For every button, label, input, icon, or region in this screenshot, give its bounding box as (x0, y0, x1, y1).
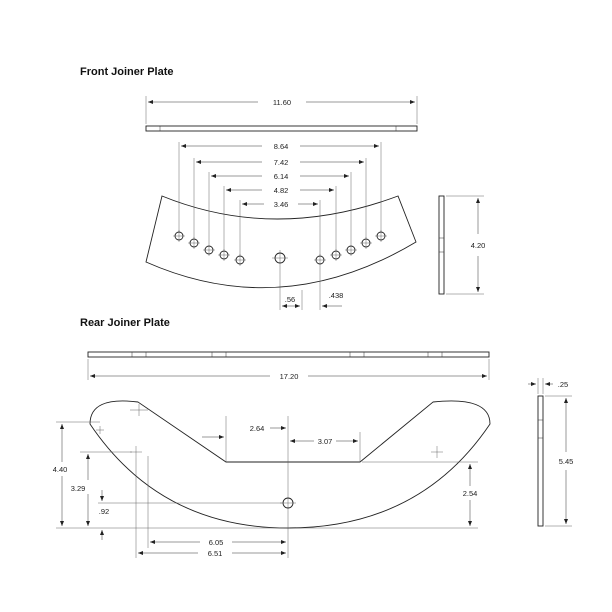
rear-notch-right-label: 3.07 (318, 437, 333, 446)
front-hole-7 (330, 249, 342, 261)
rear-overall-width-label: 17.20 (280, 372, 299, 381)
rear-small-offset-label: .92 (99, 507, 109, 516)
rear-height-label: 4.40 (53, 465, 68, 474)
rear-thickness-label: .25 (558, 380, 568, 389)
front-hole-3 (203, 244, 215, 256)
rear-edge-view (87, 351, 490, 380)
front-height-label: 4.20 (471, 241, 486, 250)
front-title: Front Joiner Plate (80, 66, 174, 78)
rear-left-dims (56, 421, 290, 540)
rear-center-height-label: 2.54 (463, 489, 478, 498)
rear-side-view (528, 378, 572, 527)
rear-end-to-center-label: 6.51 (208, 549, 223, 558)
rear-notch-dims (202, 416, 361, 495)
front-hole-span-dims (178, 142, 382, 255)
front-edge-view (145, 96, 418, 132)
front-span-label-5: 3.46 (274, 200, 289, 209)
front-span-label-4: 4.82 (274, 186, 289, 195)
rear-slot-height-label: 3.29 (71, 484, 86, 493)
front-side-view (438, 195, 484, 295)
front-hole-10 (375, 230, 387, 242)
front-hole-8 (345, 244, 357, 256)
front-span-label-1: 8.64 (274, 142, 289, 151)
front-span-label-2: 7.42 (274, 158, 289, 167)
rear-title: Rear Joiner Plate (80, 317, 170, 329)
rear-right-dims (296, 461, 478, 529)
front-hole-6 (314, 254, 326, 266)
front-overall-width-label: 11.60 (273, 98, 291, 107)
rear-plate-outline (89, 400, 491, 529)
front-hole-spacing-label: .438 (329, 291, 344, 300)
front-hole-9 (360, 237, 372, 249)
rear-notch-left-label: 2.64 (250, 424, 265, 433)
front-holes (173, 230, 387, 266)
front-hole-5 (234, 254, 246, 266)
rear-side-height-label: 5.45 (559, 457, 574, 466)
rear-construction-marks (96, 404, 148, 434)
front-plate-outline (145, 195, 417, 289)
front-hole-offset-label: .56 (285, 295, 295, 304)
front-hole-4 (218, 249, 230, 261)
rear-bottom-dims (135, 456, 289, 558)
front-hole-2 (188, 237, 200, 249)
front-span-label-3: 6.14 (274, 172, 289, 181)
front-hole-1 (173, 230, 185, 242)
rear-slots (130, 414, 443, 458)
rear-slot-to-center-label: 6.05 (209, 538, 224, 547)
front-hole-center (272, 250, 288, 266)
front-bottom-dims (279, 266, 342, 310)
rear-center-hole (280, 495, 296, 511)
